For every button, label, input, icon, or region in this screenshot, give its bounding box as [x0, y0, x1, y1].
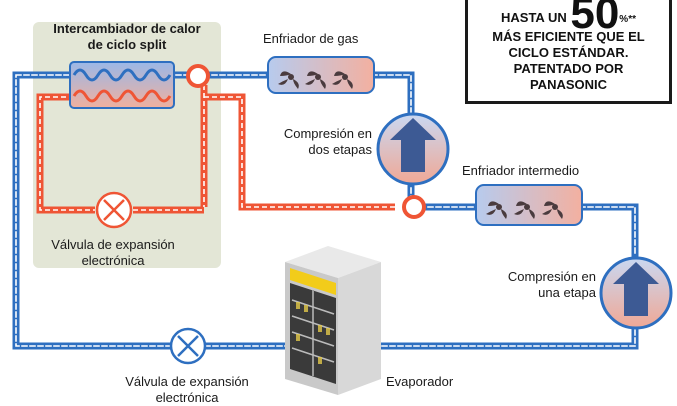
efficiency-badge: HASTA UN 50%** MÁS EFICIENTE QUE EL CICL… — [465, 0, 672, 104]
fan-icon — [486, 201, 563, 219]
badge-line2: MÁS EFICIENTE QUE EL — [492, 29, 645, 44]
heat-exchanger-coil — [69, 61, 175, 109]
heat-exchanger-label: Intercambiador de calor de ciclo split — [53, 21, 201, 52]
badge-line4: PATENTADO POR — [513, 61, 624, 76]
badge-number: 50 — [570, 0, 620, 38]
arrow-up-icon — [613, 262, 659, 316]
arrow-up-icon — [390, 118, 436, 172]
heat-exchanger-panel — [33, 22, 221, 268]
valve-bottom-label: Válvula de expansión electrónica — [125, 374, 249, 405]
gas-cooler-label: Enfriador de gas — [263, 31, 359, 46]
one-stage-label: Compresión en una etapa — [507, 269, 596, 300]
fan-icon — [278, 71, 353, 89]
valve-cross-icon — [103, 199, 125, 221]
badge-suffix: %** — [619, 14, 636, 25]
badge-line3: CICLO ESTÁNDAR. — [508, 45, 629, 60]
valve-cross-icon — [177, 335, 199, 357]
badge-line5: PANASONIC — [529, 77, 608, 92]
gas-cooler — [267, 56, 375, 94]
expansion-valve-top — [95, 191, 133, 229]
red-pipe — [36, 85, 395, 214]
junction-top — [186, 64, 210, 88]
badge-prefix: HASTA UN — [501, 10, 567, 25]
junction-middle — [402, 195, 426, 219]
expansion-valve-bottom — [169, 327, 207, 365]
one-stage-compressor — [599, 256, 673, 330]
intercooler — [475, 184, 583, 226]
intercooler-label: Enfriador intermedio — [462, 163, 580, 178]
two-stage-compressor — [376, 112, 450, 186]
valve-top-label: Válvula de expansión electrónica — [51, 237, 175, 268]
evaporator-fridge — [285, 246, 381, 395]
two-stage-label: Compresión en dos etapas — [283, 126, 372, 157]
evaporator-label: Evaporador — [386, 374, 454, 389]
